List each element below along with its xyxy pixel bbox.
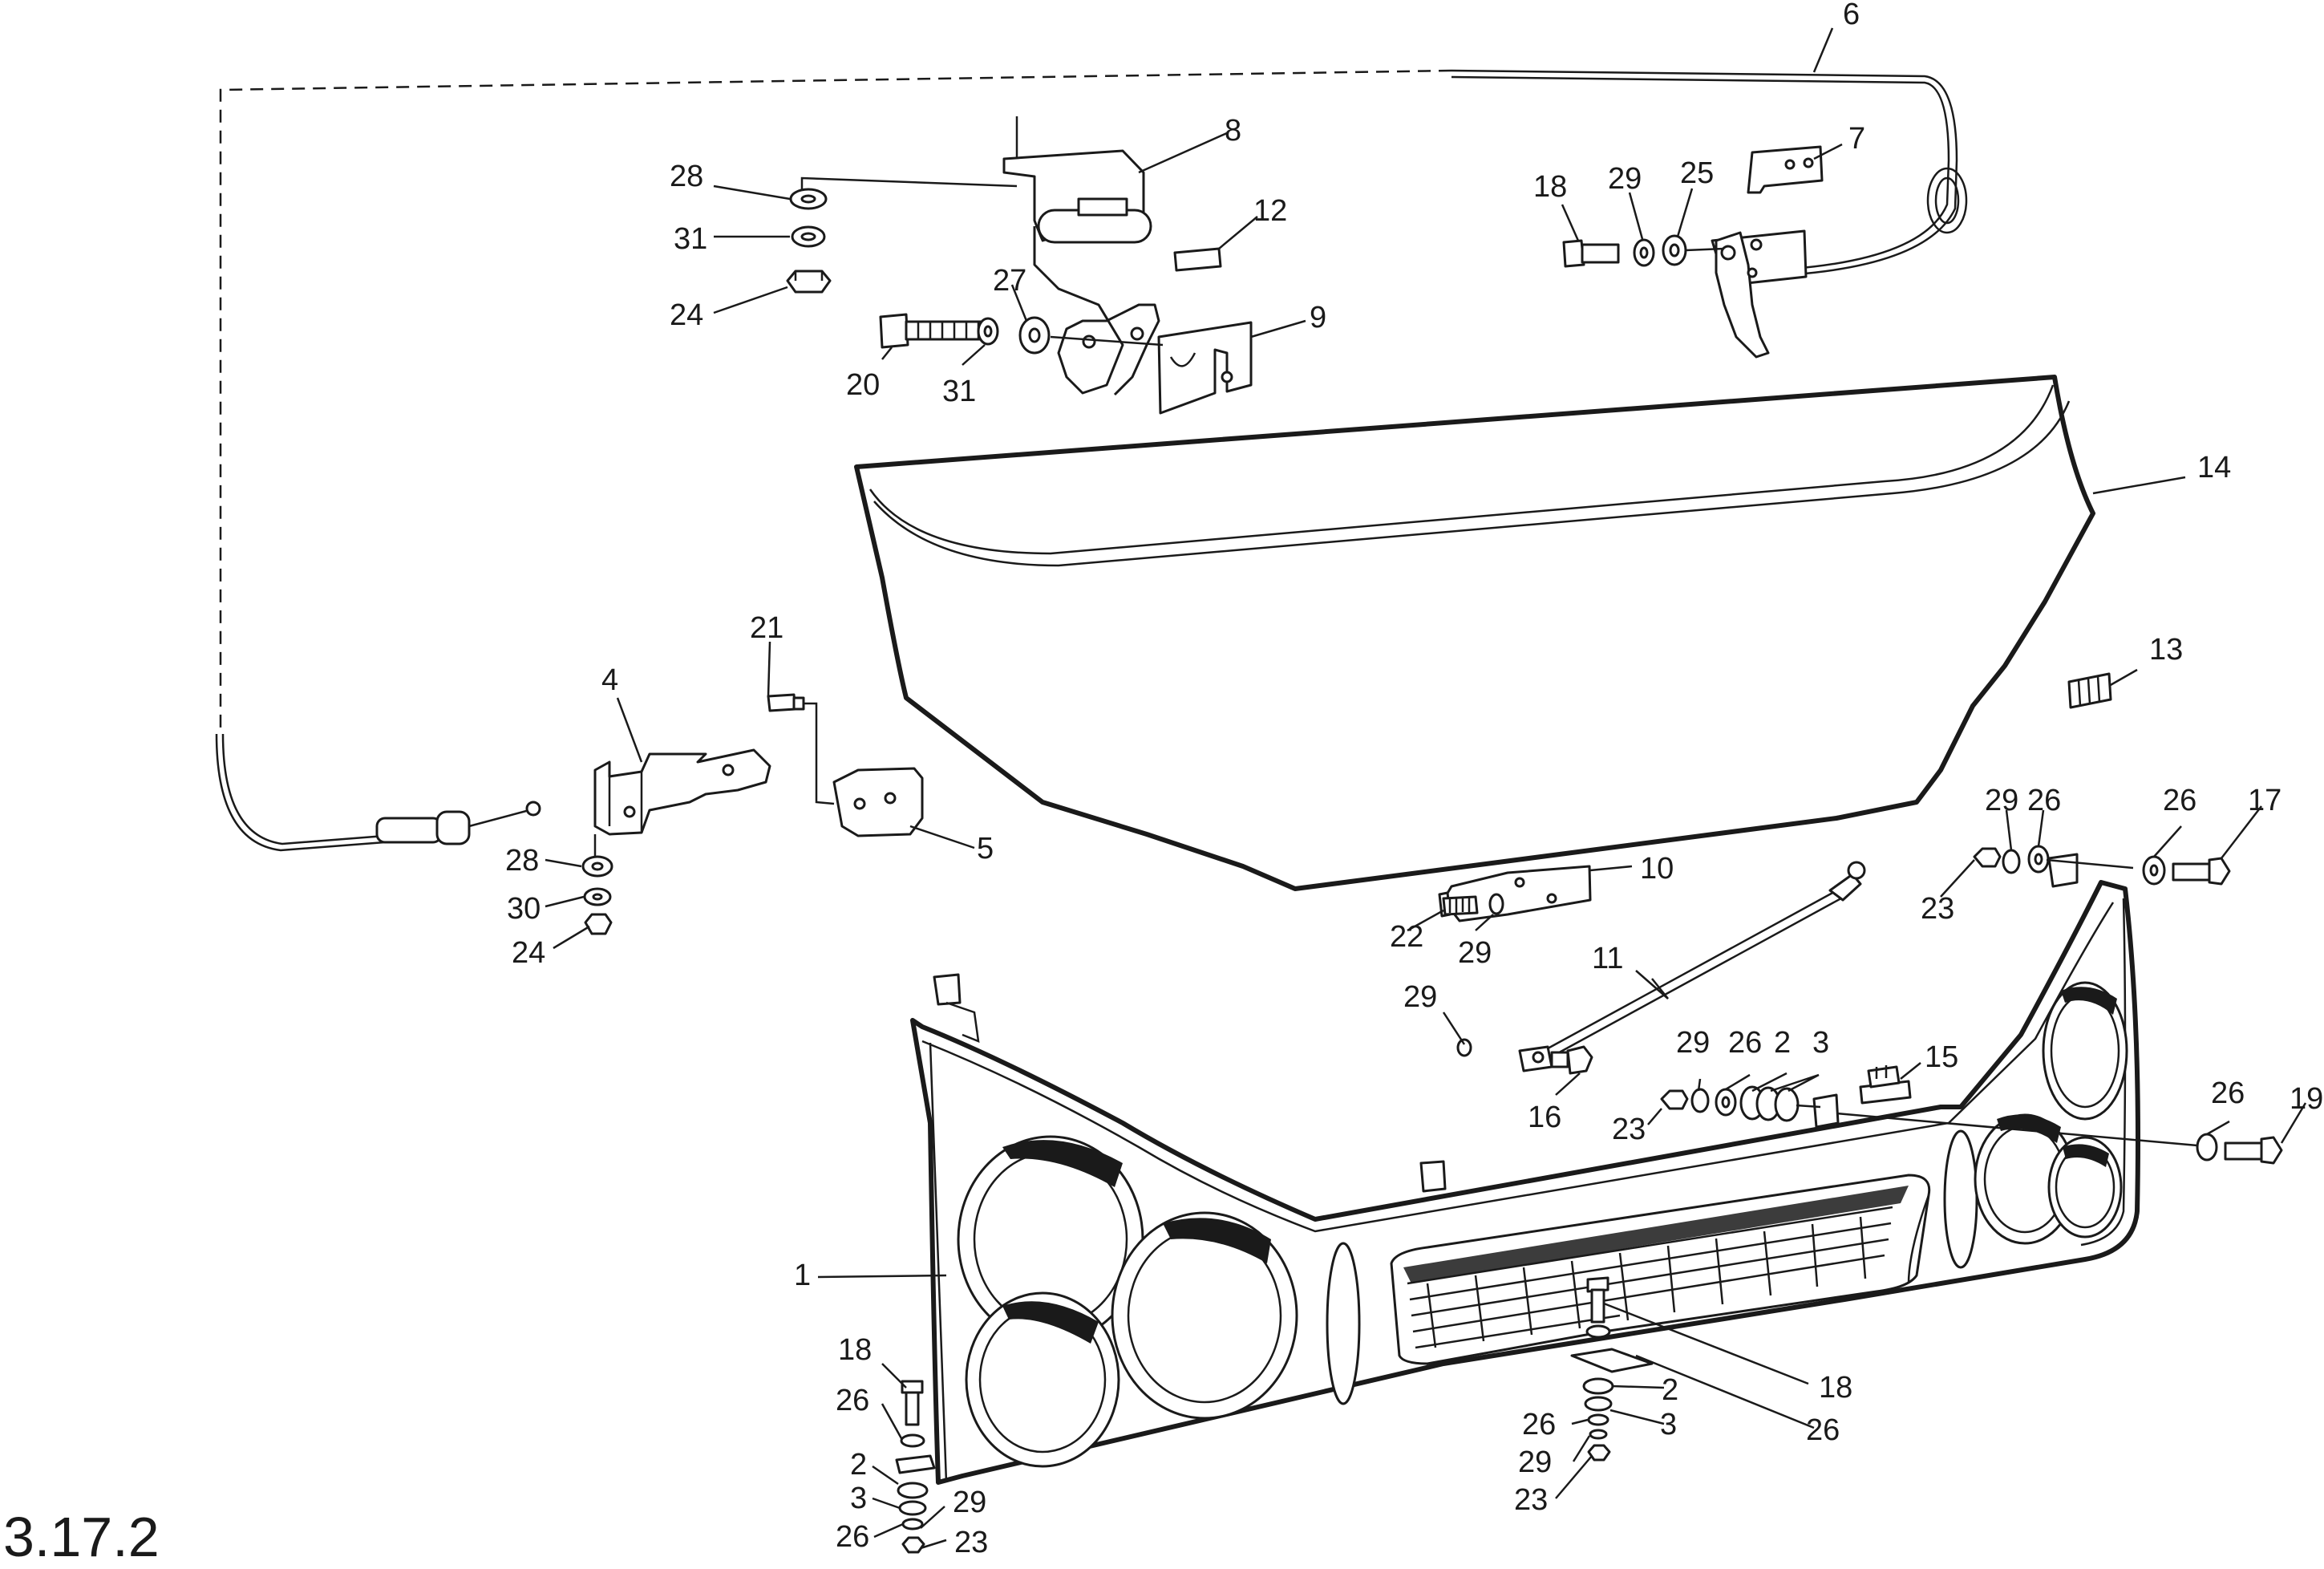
shim-12 [1173, 247, 1222, 272]
callout-25: 25 [1680, 156, 1714, 190]
grille-mesh [1407, 1206, 1893, 1349]
callout-26-left: 26 [836, 1384, 869, 1417]
stay-rod-11 [1456, 861, 1866, 1075]
callout-31-mid: 31 [942, 375, 976, 408]
callout-1: 1 [794, 1259, 811, 1292]
callout-10: 10 [1640, 852, 1674, 886]
lower-middle-mount [1570, 1276, 1654, 1462]
hinge-bracket-9 [1157, 321, 1253, 415]
bump-stop-13 [2067, 672, 2112, 709]
callout-29-right: 29 [1985, 784, 2018, 817]
callout-7: 7 [1848, 122, 1865, 156]
hinge-8 [1002, 116, 1160, 396]
clip-15 [1859, 1065, 1912, 1105]
lock-mechanism-4 [581, 748, 771, 935]
callout-26-mid-left: 26 [1522, 1408, 1556, 1441]
callout-3-bottom: 3 [1660, 1408, 1677, 1441]
callout-24-left: 24 [512, 936, 545, 970]
callout-2-left: 2 [850, 1448, 867, 1482]
striker-plate-7 [1747, 145, 1824, 194]
callout-labels: 6 8 7 12 9 28 31 24 27 20 31 18 29 25 14… [505, 0, 2323, 1559]
callout-23-bottom: 23 [1514, 1483, 1548, 1517]
release-cable-6 [215, 69, 1968, 852]
callout-27: 27 [993, 264, 1026, 298]
striker-5 [767, 693, 924, 837]
callout-29-left: 29 [953, 1486, 986, 1519]
callout-3-left: 3 [850, 1482, 867, 1515]
front-panel-1 [910, 853, 2140, 1485]
callout-16: 16 [1528, 1101, 1561, 1134]
callout-30: 30 [507, 892, 541, 926]
callout-13: 13 [2149, 633, 2183, 667]
callout-18-mid: 18 [1819, 1371, 1852, 1405]
callout-26-bottom: 26 [836, 1520, 869, 1554]
callout-23-mid: 23 [1612, 1113, 1646, 1146]
bolt-18-latch [1562, 234, 1725, 268]
callout-2-bottom: 2 [1662, 1373, 1678, 1407]
callout-6: 6 [1843, 0, 1860, 31]
callout-12: 12 [1253, 194, 1287, 228]
latch-handle [1711, 229, 1808, 359]
callout-4: 4 [601, 663, 618, 697]
callout-22: 22 [1390, 920, 1423, 954]
callout-29-mid: 29 [1676, 1026, 1710, 1060]
callout-26-far: 26 [2163, 784, 2196, 817]
plate-10 [1438, 865, 1592, 922]
callout-28-top: 28 [670, 160, 703, 193]
callout-2-mid: 2 [1774, 1026, 1791, 1060]
callout-18-left: 18 [838, 1333, 872, 1367]
callout-19: 19 [2290, 1082, 2323, 1116]
callout-5: 5 [977, 832, 994, 866]
callout-14: 14 [2197, 451, 2231, 484]
callout-28-left: 28 [505, 844, 539, 878]
callout-20: 20 [846, 368, 880, 402]
right-hardware [1660, 845, 2283, 1165]
callout-8: 8 [1225, 114, 1241, 148]
callout-3-mid: 3 [1812, 1026, 1829, 1060]
figure-number: 3.17.2 [3, 1506, 160, 1568]
callout-23-left: 23 [954, 1526, 988, 1559]
lower-left-mount [895, 1380, 936, 1554]
callout-26-mid: 26 [1728, 1026, 1762, 1060]
callout-26-low: 26 [2211, 1076, 2245, 1110]
callout-23-right: 23 [1921, 892, 1954, 926]
callout-29-top: 29 [1608, 162, 1642, 196]
callout-29-bottom: 29 [1518, 1445, 1552, 1479]
callout-29-plate: 29 [1458, 936, 1492, 970]
bolt-20 [879, 313, 996, 349]
callout-9: 9 [1310, 301, 1326, 334]
washers-nut-28-31-24 [786, 176, 1018, 294]
callout-26-right: 26 [2027, 784, 2061, 817]
callout-15: 15 [1925, 1040, 1958, 1074]
washers-27-31 [977, 316, 1164, 355]
callout-24-top: 24 [670, 298, 703, 332]
callout-21: 21 [750, 611, 783, 645]
callout-29-rod: 29 [1403, 980, 1437, 1014]
callout-26-mid-right: 26 [1806, 1413, 1840, 1447]
leader-lines [545, 27, 2307, 1550]
callout-18-top: 18 [1533, 170, 1567, 204]
callout-31-top: 31 [674, 222, 707, 256]
callout-11: 11 [1592, 942, 1623, 975]
bonnet-14 [854, 375, 2095, 891]
callout-17: 17 [2248, 784, 2281, 817]
